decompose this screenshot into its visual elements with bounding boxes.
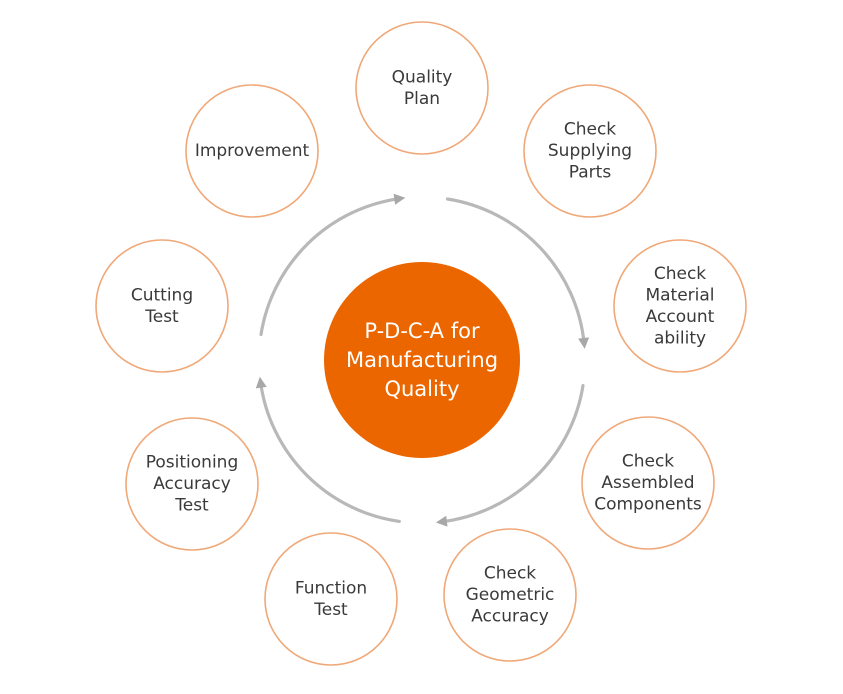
- node-circle: [443, 528, 577, 662]
- cycle-arc-4: [259, 197, 401, 337]
- cycle-nodes: QualityPlanCheckSupplyingPartsCheckMater…: [95, 21, 747, 666]
- node-circle: [185, 84, 319, 218]
- node-label-line-3: Components: [594, 495, 702, 515]
- node-label-line-3: Account: [646, 307, 715, 327]
- node-label-line-1: Check: [564, 120, 616, 140]
- node-label-line-1: Cutting: [131, 285, 193, 305]
- arrow-head-3: [255, 376, 267, 389]
- node-label-line-4: ability: [654, 328, 706, 348]
- node-circle: [264, 532, 398, 666]
- arrow-head-1: [578, 337, 590, 349]
- node-label-line-1: Check: [622, 452, 674, 472]
- node-label-line-2: Test: [144, 307, 179, 327]
- node-label-line-2: Supplying: [548, 141, 632, 161]
- node-label-line-1: Improvement: [195, 141, 310, 161]
- node-label-line-2: Accuracy: [153, 474, 231, 494]
- node-label-line-3: Test: [174, 496, 209, 516]
- node-circle: [523, 84, 657, 218]
- node-improvement: Improvement: [185, 84, 319, 218]
- node-circle: [125, 417, 259, 551]
- node-circle: [95, 239, 229, 373]
- node-circle: [581, 416, 715, 550]
- node-label-line-3: Accuracy: [471, 607, 549, 627]
- cycle-arrows: [255, 193, 590, 527]
- node-label-line-2: Plan: [404, 89, 440, 109]
- arrow-head-2: [435, 515, 448, 527]
- node-label-line-2: Geometric: [466, 585, 555, 605]
- node-label-line-1: Positioning: [146, 453, 238, 473]
- node-label-line-2: Material: [645, 285, 714, 305]
- node-label-line-1: Quality: [392, 67, 453, 87]
- center-circle: [324, 262, 520, 458]
- cycle-arc-3: [259, 381, 401, 523]
- center-title-line-1: P-D-C-A for: [364, 319, 480, 343]
- node-label-line-1: Check: [654, 264, 706, 284]
- center-title-line-3: Quality: [384, 377, 459, 401]
- node-label-line-2: Test: [313, 600, 348, 620]
- center-title-line-2: Manufacturing: [346, 348, 498, 372]
- cycle-arc-2: [440, 383, 585, 524]
- node-label-line-2: Assembled: [601, 473, 694, 493]
- node-label-line-1: Check: [484, 564, 536, 584]
- arrow-head-4: [393, 193, 406, 205]
- node-circle: [613, 239, 747, 373]
- node-label-line-1: Function: [295, 578, 367, 598]
- node-circle: [355, 21, 489, 155]
- node-label-line-3: Parts: [569, 163, 612, 183]
- cycle-arc-1: [445, 197, 586, 345]
